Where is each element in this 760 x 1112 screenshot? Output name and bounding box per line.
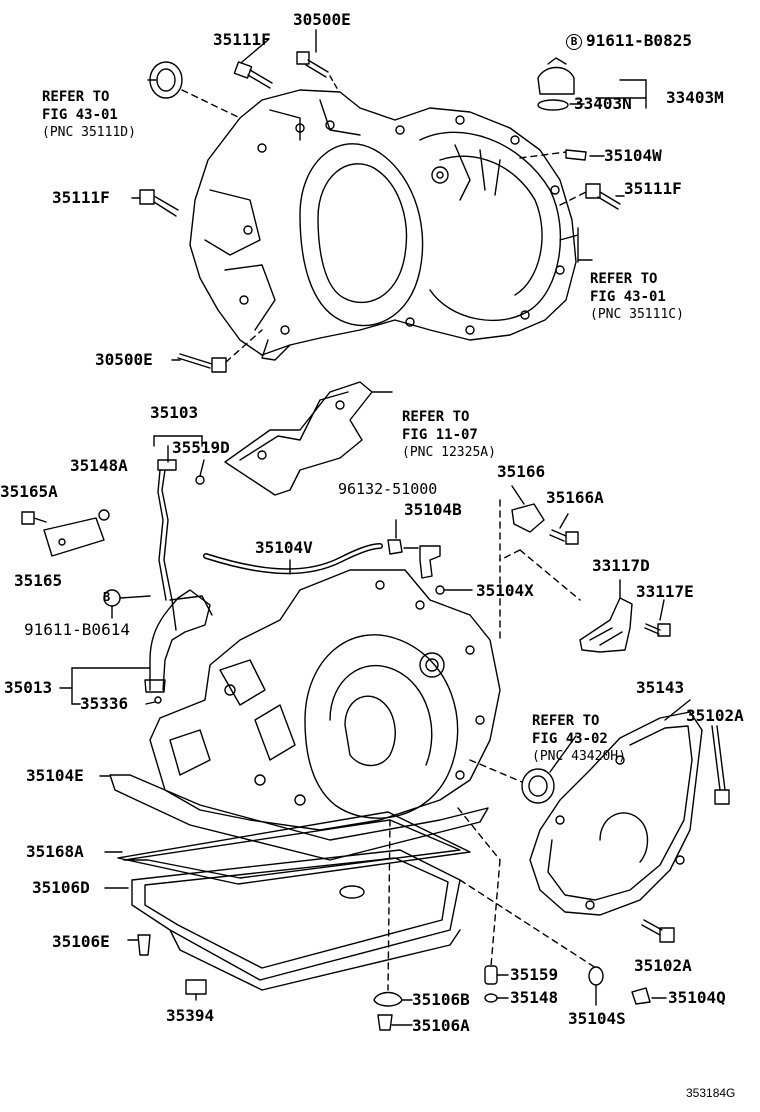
label-35104w: 35104W xyxy=(604,146,662,165)
label-33403m: 33403M xyxy=(666,88,724,107)
label-35104q: 35104Q xyxy=(668,988,726,1007)
label-35104b: 35104B xyxy=(404,500,462,519)
label-35102a-bottom: 35102A xyxy=(634,956,692,975)
label-35102a-right: 35102A xyxy=(686,706,744,725)
label-35166: 35166 xyxy=(497,462,546,481)
label-33403n: 33403N xyxy=(574,94,632,113)
label-35336: 35336 xyxy=(80,694,129,713)
label-35165: 35165 xyxy=(14,571,63,590)
label-35111f-right: 35111F xyxy=(624,179,682,198)
label-35143: 35143 xyxy=(636,678,685,697)
bolt-35111f-right xyxy=(585,183,621,210)
oil-pan-drawing xyxy=(117,811,471,991)
label-35111f-left: 35111F xyxy=(52,188,110,207)
dipstick-drawing xyxy=(153,435,203,631)
shift-bracket-drawing xyxy=(579,597,633,653)
label-35166a: 35166A xyxy=(546,488,604,507)
bolt-35111f-top xyxy=(233,61,273,89)
bolt-30500e-bottom xyxy=(177,353,227,373)
label-35106b: 35106B xyxy=(412,990,470,1009)
label-35159: 35159 xyxy=(510,965,559,984)
label-30500e-bottom: 30500E xyxy=(95,350,153,369)
o-ring-drawing xyxy=(537,99,569,111)
bracket-drawing xyxy=(224,381,393,496)
label-35106a: 35106A xyxy=(412,1016,470,1035)
label-35394: 35394 xyxy=(166,1006,215,1025)
label-35168a: 35168A xyxy=(26,842,84,861)
label-35519d: 35519D xyxy=(172,438,230,457)
bolt-30500e-top xyxy=(296,51,329,78)
label-35165a: 35165A xyxy=(0,482,58,501)
filler-tube-drawing xyxy=(144,589,213,693)
label-33117e: 33117E xyxy=(636,582,694,601)
label-35104v: 35104V xyxy=(255,538,313,557)
label-35148a: 35148A xyxy=(70,456,128,475)
transaxle-housing-drawing xyxy=(189,89,577,361)
bolt-35111f-left xyxy=(139,189,179,217)
label-33117d: 33117D xyxy=(592,556,650,575)
label-30500e-top: 30500E xyxy=(293,10,351,29)
side-cover-drawing xyxy=(529,699,703,916)
label-35148: 35148 xyxy=(510,988,559,1007)
label-91611-b0614: 91611-B0614 xyxy=(24,620,130,639)
label-35106d: 35106D xyxy=(32,878,90,897)
label-35013: 35013 xyxy=(4,678,53,697)
label-35103: 35103 xyxy=(150,403,199,422)
b-symbol-marker: B xyxy=(103,590,111,604)
speed-sensor-drawing xyxy=(537,66,575,95)
label-35106e: 35106E xyxy=(52,932,110,951)
figure-id: 353184G xyxy=(686,1086,736,1100)
label-96132-51000: 96132-51000 xyxy=(338,480,438,498)
dipstick-bracket-drawing xyxy=(43,517,105,557)
label-35104x: 35104X xyxy=(476,581,534,600)
label-35104s: 35104S xyxy=(568,1009,626,1028)
label-35111f-top: 35111F xyxy=(213,30,271,49)
label-35104e: 35104E xyxy=(26,766,84,785)
transmission-case-drawing xyxy=(109,569,501,861)
